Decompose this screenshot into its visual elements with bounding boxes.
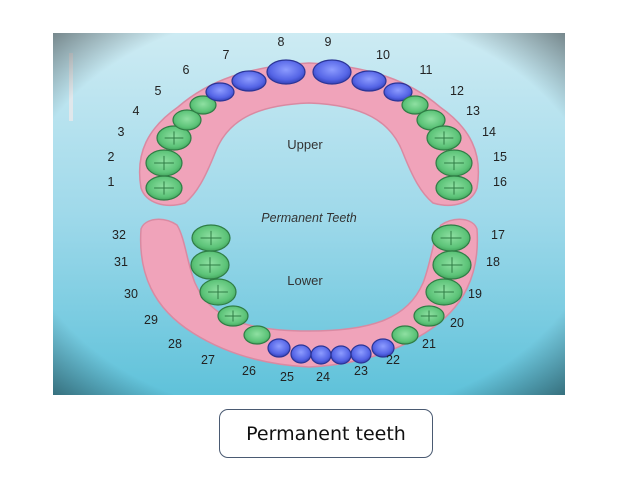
lower-tooth-number-26: 26 xyxy=(242,364,256,378)
upper-tooth-6 xyxy=(205,82,235,102)
lower-tooth-number-20: 20 xyxy=(450,316,464,330)
lower-tooth-number-30: 30 xyxy=(124,287,138,301)
lower-tooth-1 xyxy=(431,224,471,252)
center-label: Permanent Teeth xyxy=(261,211,356,225)
upper-tooth-9 xyxy=(312,59,352,85)
lower-tooth-number-21: 21 xyxy=(422,337,436,351)
lower-tooth-number-25: 25 xyxy=(280,370,294,384)
upper-tooth-number-1: 1 xyxy=(108,175,115,189)
lower-tooth-5 xyxy=(391,325,419,345)
upper-tooth-14 xyxy=(426,125,462,151)
lower-tooth-number-23: 23 xyxy=(354,364,368,378)
lower-tooth-7 xyxy=(350,344,372,364)
upper-tooth-number-4: 4 xyxy=(133,104,140,118)
lower-tooth-number-31: 31 xyxy=(114,255,128,269)
upper-tooth-1 xyxy=(145,175,183,201)
lower-tooth-4 xyxy=(413,305,445,327)
lower-tooth-15 xyxy=(190,250,230,280)
lower-tooth-3 xyxy=(425,278,463,306)
upper-tooth-number-13: 13 xyxy=(466,104,480,118)
upper-tooth-8 xyxy=(266,59,306,85)
edge-artifact xyxy=(69,53,73,121)
lower-tooth-16 xyxy=(191,224,231,252)
upper-tooth-7 xyxy=(231,70,267,92)
lower-tooth-10 xyxy=(290,344,312,364)
upper-tooth-number-16: 16 xyxy=(493,175,507,189)
upper-tooth-10 xyxy=(351,70,387,92)
lower-label: Lower xyxy=(287,273,323,288)
lower-tooth-number-28: 28 xyxy=(168,337,182,351)
upper-tooth-number-11: 11 xyxy=(420,63,433,77)
lower-tooth-11 xyxy=(267,338,291,358)
upper-tooth-number-9: 9 xyxy=(325,35,332,49)
upper-tooth-number-15: 15 xyxy=(493,150,507,164)
upper-tooth-number-6: 6 xyxy=(183,63,190,77)
lower-tooth-number-24: 24 xyxy=(316,370,330,384)
lower-tooth-number-27: 27 xyxy=(201,353,215,367)
lower-tooth-14 xyxy=(199,278,237,306)
caption-box: Permanent teeth xyxy=(219,409,433,458)
upper-tooth-number-12: 12 xyxy=(450,84,464,98)
lower-tooth-9 xyxy=(310,345,332,365)
upper-tooth-number-3: 3 xyxy=(118,125,125,139)
upper-tooth-number-7: 7 xyxy=(223,48,230,62)
upper-label: Upper xyxy=(287,137,323,152)
lower-tooth-number-22: 22 xyxy=(386,353,400,367)
lower-tooth-number-17: 17 xyxy=(491,228,505,242)
upper-tooth-number-8: 8 xyxy=(278,35,285,49)
lower-tooth-number-18: 18 xyxy=(486,255,500,269)
lower-tooth-2 xyxy=(432,250,472,280)
lower-tooth-number-32: 32 xyxy=(112,228,126,242)
lower-tooth-number-29: 29 xyxy=(144,313,158,327)
upper-tooth-number-5: 5 xyxy=(155,84,162,98)
lower-tooth-12 xyxy=(243,325,271,345)
lower-tooth-13 xyxy=(217,305,249,327)
upper-tooth-number-2: 2 xyxy=(108,150,115,164)
caption-text: Permanent teeth xyxy=(246,422,406,445)
upper-tooth-2 xyxy=(145,149,183,177)
upper-tooth-16 xyxy=(435,175,473,201)
lower-tooth-8 xyxy=(330,345,352,365)
upper-tooth-number-14: 14 xyxy=(482,125,496,139)
upper-tooth-number-10: 10 xyxy=(376,48,390,62)
lower-tooth-number-19: 19 xyxy=(468,287,482,301)
upper-tooth-15 xyxy=(435,149,473,177)
